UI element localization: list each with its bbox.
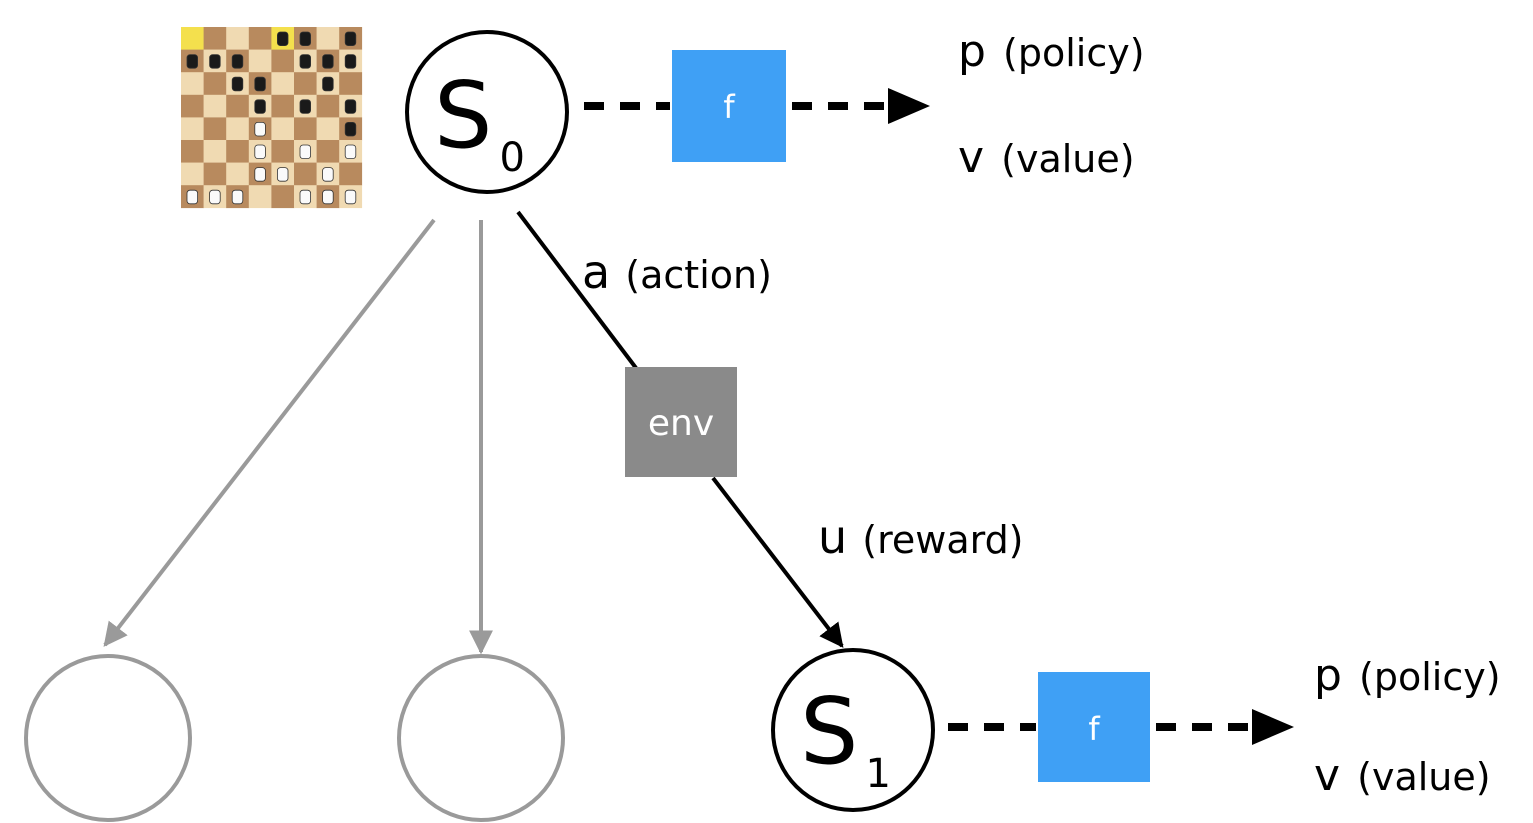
- action-label: a (action): [582, 245, 772, 299]
- env-box: env: [625, 367, 737, 477]
- output-value-top: v (value): [958, 132, 1135, 183]
- output-policy-top: p (policy): [958, 26, 1145, 77]
- chessboard-icon: [181, 27, 363, 209]
- action-edge: [516, 210, 638, 370]
- state-s1: S 1: [771, 648, 935, 812]
- function-label-bottom: f: [1088, 710, 1100, 748]
- state-s1-label: S 1: [800, 678, 891, 797]
- reward-edge: [711, 476, 844, 648]
- env-label: env: [648, 403, 714, 444]
- state-s0-label: S 0: [434, 62, 525, 181]
- arrowhead-top: [888, 88, 930, 124]
- output-policy-bottom: p (policy): [1314, 650, 1501, 701]
- output-value-bottom: v (value): [1314, 750, 1491, 801]
- child-node-left: [24, 654, 192, 822]
- arrowhead-bottom: [1252, 709, 1294, 745]
- function-box-bottom: f: [1038, 672, 1150, 782]
- reward-label: u (reward): [818, 510, 1024, 564]
- child-node-middle: [397, 654, 565, 822]
- state-s0: S 0: [405, 30, 569, 194]
- branch-arrow-left: [103, 218, 436, 647]
- function-box-top: f: [672, 50, 786, 162]
- function-label-top: f: [723, 88, 735, 126]
